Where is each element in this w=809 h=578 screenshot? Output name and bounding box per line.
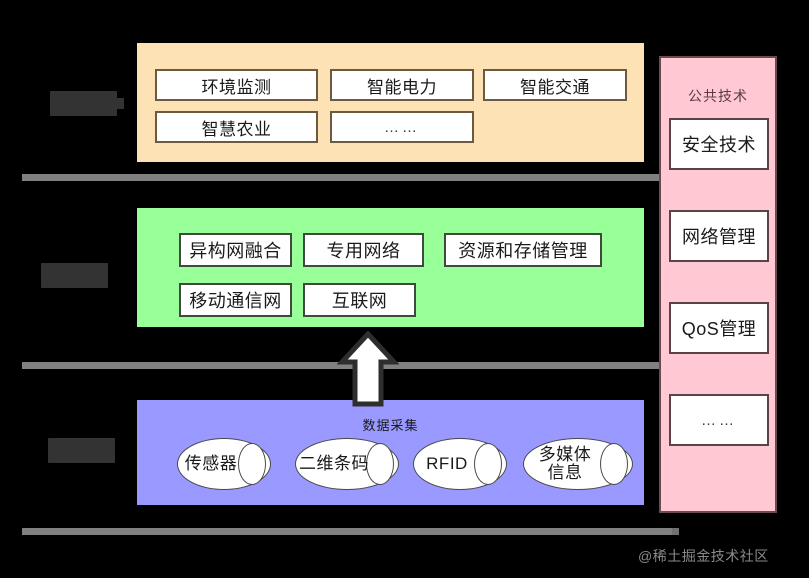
app-node-smart-agriculture[interactable]: 智慧农业 [155,111,318,143]
common-tech-node-label: …… [701,411,737,429]
cylinder-cap-icon [600,443,628,485]
net-node-resource-storage-management[interactable]: 资源和存储管理 [444,233,602,267]
net-node-mobile-communication-network[interactable]: 移动通信网 [179,283,292,317]
application-layer-panel: 环境监测 智能电力 智能交通 智慧农业 …… [137,43,644,162]
divider-bar-cap-3 [672,528,679,535]
perception-node-multimedia-information[interactable]: 多媒体信息 [523,438,633,490]
common-tech-node-security[interactable]: 安全技术 [669,118,769,170]
sidebar-item-application-layer [50,91,117,116]
net-node-label: 移动通信网 [189,291,282,311]
sidebar-item-perception-layer [48,438,115,463]
cylinder-cap-icon [474,443,502,485]
net-node-label: 异构网融合 [189,241,282,261]
perception-node-qr-barcode[interactable]: 二维条码 [295,438,399,490]
app-node-label: 环境监测 [201,77,272,97]
divider-bar-network-perception [22,362,672,369]
common-technology-column: 公共技术 安全技术 网络管理 QoS管理 …… [659,56,777,513]
app-node-label: 智能电力 [367,77,437,97]
divider-bar-application-network [22,174,672,181]
cylinder-cap-icon [238,443,266,485]
common-tech-node-network-management[interactable]: 网络管理 [669,210,769,262]
common-tech-node-more[interactable]: …… [669,394,769,446]
common-tech-node-label: QoS管理 [681,319,757,339]
cylinder-cap-icon [366,443,394,485]
net-node-internet[interactable]: 互联网 [303,283,416,317]
common-tech-node-label: 网络管理 [682,227,756,247]
perception-node-label: 多媒体信息 [538,445,592,482]
network-layer-panel: 异构网融合 专用网络 资源和存储管理 移动通信网 互联网 [137,208,644,327]
perception-node-label: 传感器 [184,454,238,474]
common-technology-title: 公共技术 [688,88,748,104]
perception-node-sensor[interactable]: 传感器 [177,438,271,490]
app-node-more[interactable]: …… [330,111,474,143]
app-node-label: 智慧农业 [201,119,272,139]
net-node-heterogeneous-network-fusion[interactable]: 异构网融合 [179,233,292,267]
net-node-label: 互联网 [331,291,388,311]
divider-bar-bottom [22,528,672,535]
app-node-smart-power[interactable]: 智能电力 [330,69,474,101]
app-node-label: 智能交通 [520,77,590,97]
data-acquisition-caption: 数据采集 [362,418,419,433]
common-tech-node-label: 安全技术 [682,135,756,155]
common-tech-node-qos-management[interactable]: QoS管理 [669,302,769,354]
upward-arrow-icon [336,330,400,407]
net-node-label: 资源和存储管理 [458,241,588,261]
app-node-label: …… [384,118,420,136]
app-node-environment-monitoring[interactable]: 环境监测 [155,69,318,101]
perception-node-label: RFID [426,454,468,474]
sidebar-item-network-layer [41,263,108,288]
watermark: @稀土掘金技术社区 [638,548,769,564]
perception-node-label: 二维条码 [299,454,369,474]
net-node-dedicated-network[interactable]: 专用网络 [303,233,424,267]
app-node-smart-transportation[interactable]: 智能交通 [483,69,627,101]
net-node-label: 专用网络 [326,241,401,261]
perception-node-rfid[interactable]: RFID [413,438,507,490]
perception-layer-panel: 数据采集 传感器 二维条码 RFID 多媒体信息 [137,400,644,505]
application-layer-label-tab [112,98,124,109]
